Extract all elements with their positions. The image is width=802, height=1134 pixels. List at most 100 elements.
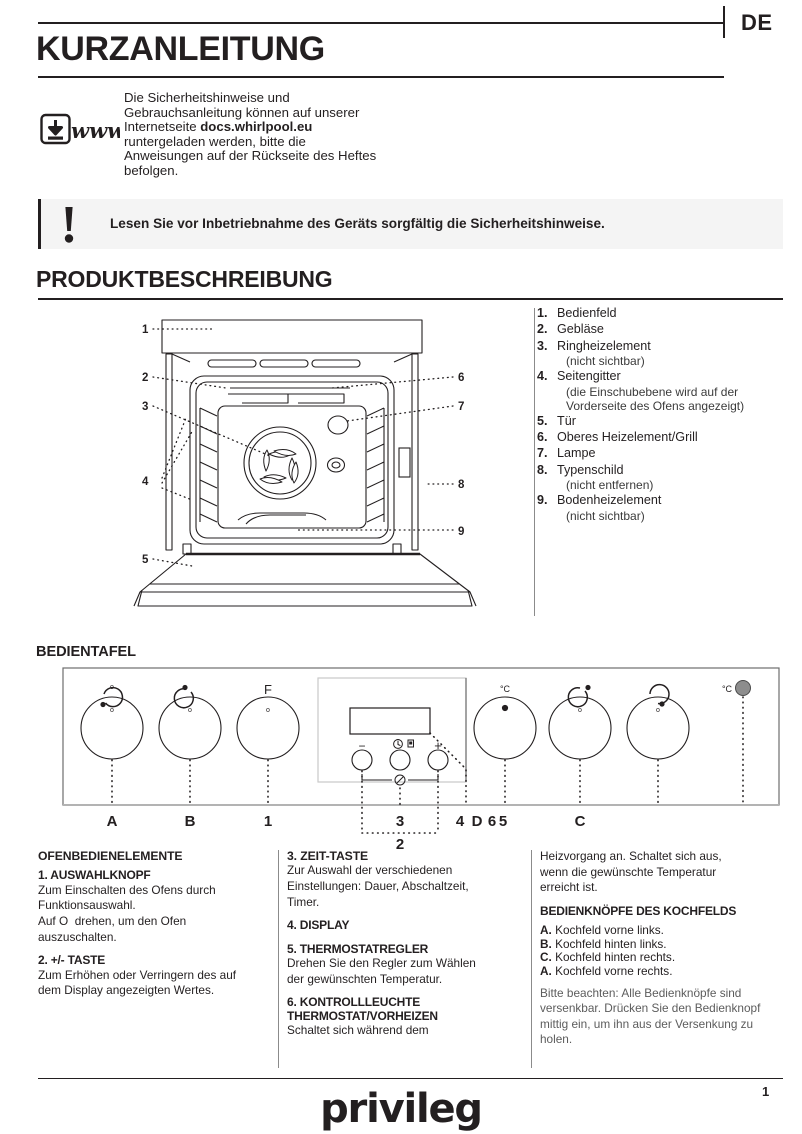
legend-item-number: 4. bbox=[537, 369, 548, 384]
control-5-title: 5. THERMOSTATREGLER bbox=[287, 941, 429, 956]
knob-d[interactable]: o bbox=[626, 683, 690, 760]
timer-icon bbox=[407, 739, 414, 748]
column-divider-1 bbox=[278, 850, 279, 1068]
safety-warning-text: Lesen Sie vor Inbetriebnahme des Geräts … bbox=[110, 216, 605, 231]
time-button[interactable] bbox=[389, 749, 411, 771]
control-6-body-part1: Schaltet sich während dem bbox=[287, 1023, 429, 1037]
minus-button[interactable] bbox=[351, 749, 373, 771]
oven-callout-8: 8 bbox=[458, 479, 465, 491]
legend-item-1: 1. Bedienfeld bbox=[537, 306, 787, 321]
safety-warning-banner bbox=[38, 199, 783, 249]
web-notice-line1: Die Sicherheitshinweise und bbox=[124, 90, 290, 105]
legend-item-label: Gebläse bbox=[557, 322, 604, 337]
page-number: 1 bbox=[762, 1084, 770, 1099]
knob-thermostat[interactable]: °C bbox=[473, 684, 537, 760]
svg-text:F: F bbox=[264, 682, 272, 697]
legend-item-3: 3.Ringheizelement(nicht sichtbar) bbox=[537, 339, 787, 368]
legend-item-number: 1. bbox=[537, 306, 548, 320]
legend-item-note: (nicht entfernen) bbox=[566, 478, 654, 493]
svg-text:o: o bbox=[578, 707, 582, 714]
oven-callout-3: 3 bbox=[142, 401, 148, 413]
legend-item-note: (nicht sichtbar) bbox=[566, 508, 645, 523]
svg-text:°C: °C bbox=[722, 684, 733, 694]
knob-b[interactable]: o bbox=[158, 684, 222, 760]
control-5-line1: Drehen Sie den Regler zum Wählen bbox=[287, 956, 476, 970]
svg-text:−: − bbox=[358, 739, 365, 753]
legend-item-note: (die Einschubebene wird auf der Vorderse… bbox=[566, 384, 745, 413]
product-description-divider bbox=[38, 298, 783, 300]
svg-text:°C: °C bbox=[500, 684, 511, 694]
oven-diagram: 1 2 3 4 5 6 7 8 9 bbox=[133, 319, 477, 607]
legend-item-8: 8.Typenschild(nicht entfernen) bbox=[537, 463, 787, 492]
hob-item-text: Kochfeld vorne links. bbox=[555, 923, 664, 938]
web-notice-text: Die Sicherheitshinweise und Gebrauchsanl… bbox=[124, 90, 424, 179]
thermostat-indicator-lamp: °C bbox=[722, 680, 751, 696]
hob-controls-column: Heizvorgang an. Schaltet sich aus, wenn … bbox=[540, 849, 783, 1049]
docs-url: docs.whirlpool.eu bbox=[200, 119, 313, 135]
oven-callout-2: 2 bbox=[142, 372, 148, 384]
control-panel-diagram: o o o F o − bbox=[62, 667, 780, 853]
cp-label-5: 5 bbox=[499, 813, 507, 830]
legend-item-label: Bodenheizelement bbox=[557, 493, 662, 508]
cp-label-2: 2 bbox=[396, 836, 404, 853]
download-www-icon: www bbox=[40, 113, 120, 145]
oven-callout-4: 4 bbox=[142, 476, 149, 488]
exclamation-icon bbox=[64, 207, 74, 243]
svg-text:o: o bbox=[110, 684, 114, 691]
svg-text:o: o bbox=[188, 707, 192, 714]
legend-item-number: 3. bbox=[537, 338, 548, 353]
legend-item-5: 5.Tür bbox=[537, 414, 787, 429]
control-3-line1: Zur Auswahl der verschiedenen bbox=[287, 863, 453, 878]
footer-divider bbox=[38, 1078, 783, 1079]
control-6-cont-line1: Heizvorgang an. Schaltet sich aus, bbox=[540, 849, 722, 863]
legend-item-label: Lampe bbox=[557, 446, 596, 461]
control-6-title-line1: 6. KONTROLLLEUCHTE bbox=[287, 995, 421, 1010]
hob-item: A. Kochfeld vorne links. bbox=[540, 923, 783, 938]
web-notice-line5: Anweisungen auf der Rückseite des Heftes bbox=[124, 148, 377, 164]
cp-label-b: B bbox=[185, 813, 196, 830]
control-1-title: 1. AUSWAHLKNOPF bbox=[38, 868, 151, 883]
knob-selector[interactable]: F o bbox=[236, 682, 300, 760]
knob-a[interactable]: o o bbox=[80, 684, 144, 760]
hob-controls-heading: BEDIENKNÖPFE DES KOCHFELDS bbox=[540, 903, 737, 918]
column-divider-2 bbox=[531, 850, 532, 1068]
legend-item-label: Bedienfeld bbox=[557, 306, 617, 320]
language-code: DE bbox=[741, 10, 773, 35]
hob-item-key: A. bbox=[540, 963, 552, 978]
svg-text:o: o bbox=[266, 707, 270, 714]
oven-callout-1: 1 bbox=[142, 324, 149, 336]
oven-controls-column-2: 3. ZEIT-TASTE Zur Auswahl der verschiede… bbox=[287, 849, 519, 1040]
control-2-line1: Zum Erhöhen oder Verringern des auf bbox=[38, 967, 237, 982]
cp-label-4: 4 bbox=[456, 813, 465, 830]
hob-item-text: Kochfeld hinten rechts. bbox=[555, 950, 676, 965]
legend-item-6: 6.Oberes Heizelement/Grill bbox=[537, 430, 787, 445]
control-1-line3: Auf O drehen, um den Ofen bbox=[38, 914, 187, 928]
hob-item-key: A. bbox=[540, 923, 552, 938]
legend-item-label: Seitengitter bbox=[557, 369, 621, 384]
legend-item-2: 2. Gebläse bbox=[537, 322, 787, 337]
legend-item-number: 2. bbox=[537, 322, 548, 337]
hob-note-line1: Bitte beachten: Alle Bedienknöpfe sind bbox=[540, 985, 742, 1000]
legend-item-7: 7.Lampe bbox=[537, 446, 787, 461]
legend-item-number: 9. bbox=[537, 493, 548, 508]
plus-button[interactable] bbox=[427, 749, 449, 771]
section-title-product-description: PRODUKTBESCHREIBUNG bbox=[36, 266, 333, 292]
hob-item: B. Kochfeld hinten links. bbox=[540, 937, 783, 952]
cp-label-c: C bbox=[575, 813, 586, 830]
legend-item-label: Ringheizelement bbox=[557, 338, 651, 353]
title-divider bbox=[38, 76, 724, 78]
control-4-title: 4. DISPLAY bbox=[287, 918, 350, 933]
legend-item-number: 8. bbox=[537, 462, 548, 477]
top-divider bbox=[38, 22, 724, 24]
legend-divider bbox=[534, 308, 535, 616]
svg-text:www: www bbox=[71, 118, 120, 143]
section-title-control-panel: BEDIENTAFEL bbox=[36, 644, 136, 660]
control-1-line4: auszuschalten. bbox=[38, 929, 117, 944]
web-notice-line3-prefix: Internetseite bbox=[124, 119, 201, 135]
hob-controls-list: A. Kochfeld vorne links.B. Kochfeld hint… bbox=[540, 923, 783, 979]
control-3-title: 3. ZEIT-TASTE bbox=[287, 849, 369, 863]
knob-c[interactable]: o bbox=[548, 684, 612, 760]
hob-item: A. Kochfeld vorne rechts. bbox=[540, 963, 783, 979]
lcd-display bbox=[349, 707, 431, 735]
brand-logo: privileg bbox=[320, 1086, 483, 1132]
